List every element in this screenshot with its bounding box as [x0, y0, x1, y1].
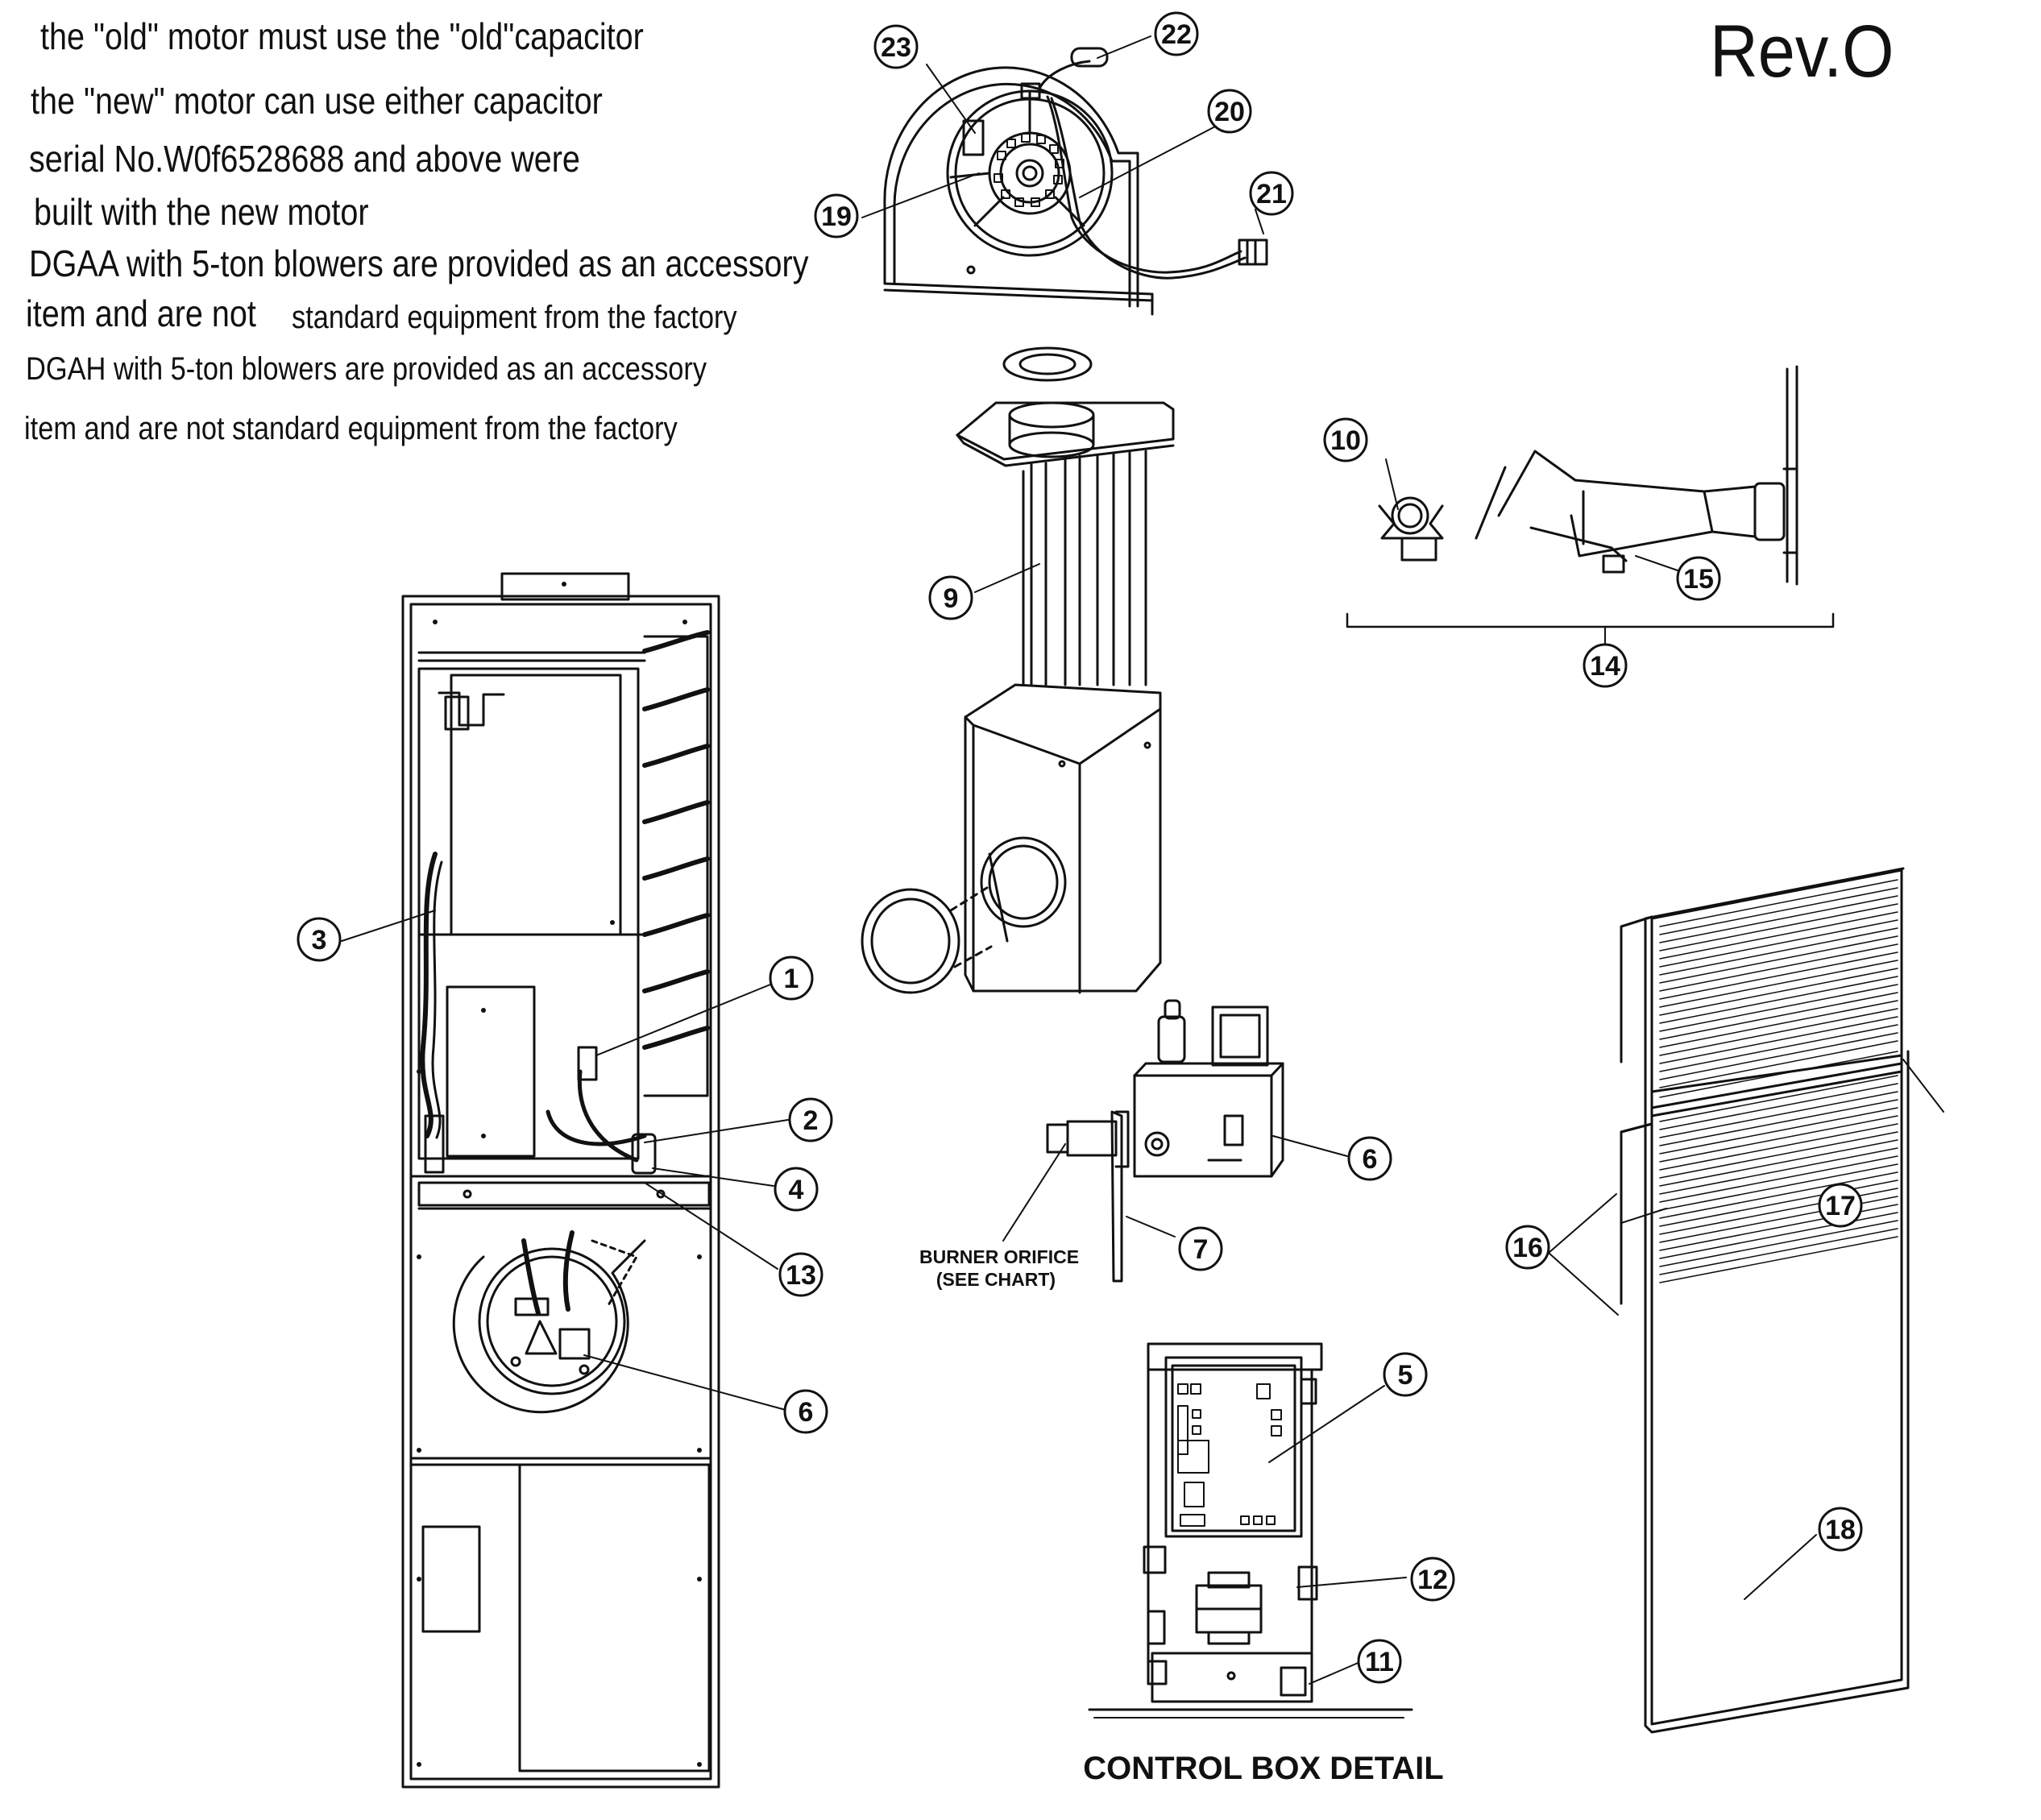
control-box [1089, 1344, 1412, 1718]
blower-assembly [885, 48, 1267, 314]
callout-numbers: 23 22 20 21 19 9 10 15 14 3 1 2 4 13 6 6… [312, 19, 1856, 1677]
callout-4: 4 [789, 1175, 804, 1205]
callout-circles [298, 13, 1861, 1682]
note-dgah-not-standard: item and are not standard equipment from… [24, 411, 678, 446]
furnace-cabinet [403, 574, 719, 1787]
heat-exchanger [862, 348, 1173, 993]
callout-6-blower: 6 [799, 1397, 814, 1428]
gas-valve [1047, 1001, 1283, 1281]
callout-5: 5 [1398, 1360, 1413, 1391]
control-box-detail-label: CONTROL BOX DETAIL [1083, 1751, 1443, 1786]
callout-13: 13 [786, 1260, 816, 1291]
callout-19: 19 [821, 201, 852, 232]
callout-23: 23 [881, 32, 911, 63]
see-chart-label: (SEE CHART) [936, 1269, 1056, 1290]
leader-lines [342, 36, 1944, 1684]
callout-12: 12 [1417, 1565, 1448, 1595]
callout-17: 17 [1825, 1191, 1856, 1221]
callout-20: 20 [1214, 97, 1245, 127]
callout-16: 16 [1512, 1233, 1543, 1263]
igniter-assembly [1347, 367, 1833, 627]
note-old-motor: the "old" motor must use the "old"capaci… [40, 15, 644, 57]
callout-21: 21 [1256, 179, 1287, 209]
callout-1: 1 [784, 964, 799, 994]
note-dgaa-not-standard: item and are not [26, 292, 256, 334]
callout-18: 18 [1825, 1515, 1856, 1545]
callout-3: 3 [312, 925, 327, 956]
burner-orifice-label: BURNER ORIFICE [919, 1246, 1079, 1267]
filters-and-door [1621, 869, 1908, 1732]
callout-11: 11 [1365, 1647, 1394, 1677]
note-serial-number: serial No.W0f6528688 and above were [29, 138, 580, 180]
note-dgah-accessory: DGAH with 5-ton blowers are provided as … [26, 351, 707, 387]
callout-22: 22 [1161, 19, 1192, 50]
callout-14: 14 [1590, 651, 1620, 682]
callout-15: 15 [1683, 564, 1714, 595]
callout-9: 9 [944, 583, 959, 614]
note-new-motor: the "new" motor can use either capacitor [31, 80, 603, 122]
note-dgaa-factory: standard equipment from the factory [292, 300, 737, 335]
revision-label: Rev.O [1710, 10, 1894, 93]
callout-2: 2 [803, 1105, 819, 1136]
callout-10: 10 [1330, 425, 1361, 456]
note-dgaa-accessory: DGAA with 5-ton blowers are provided as … [29, 243, 809, 284]
callout-7: 7 [1193, 1234, 1209, 1265]
callout-6-valve: 6 [1363, 1144, 1378, 1175]
note-built-new-motor: built with the new motor [34, 191, 369, 233]
